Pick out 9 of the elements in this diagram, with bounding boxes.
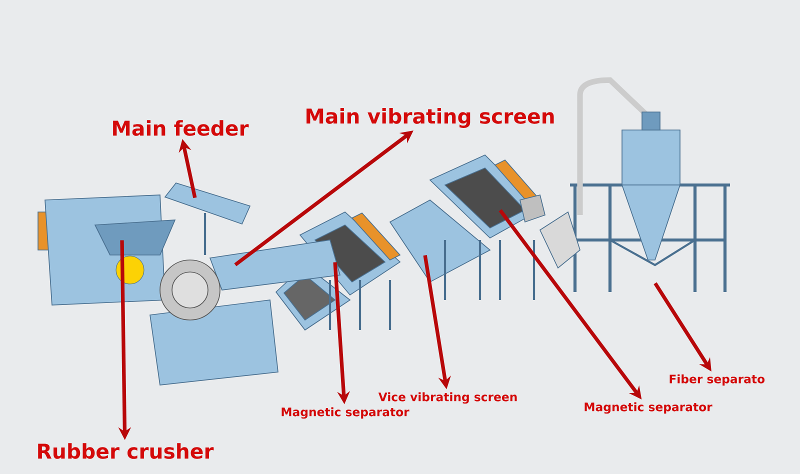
part-label: Fiber separato [670, 374, 765, 386]
part-label: Main feeder [113, 120, 249, 136]
crusher-drawing [38, 194, 176, 306]
part-label: Magnetic separator [584, 402, 712, 414]
part-label: Vice vibrating screen [378, 392, 517, 404]
cyclone-drawing [570, 77, 730, 292]
part-label: Rubber crusher [38, 443, 214, 459]
part-label: Magnetic separator [282, 407, 410, 419]
part-label: Main vibrating screen [306, 108, 554, 128]
